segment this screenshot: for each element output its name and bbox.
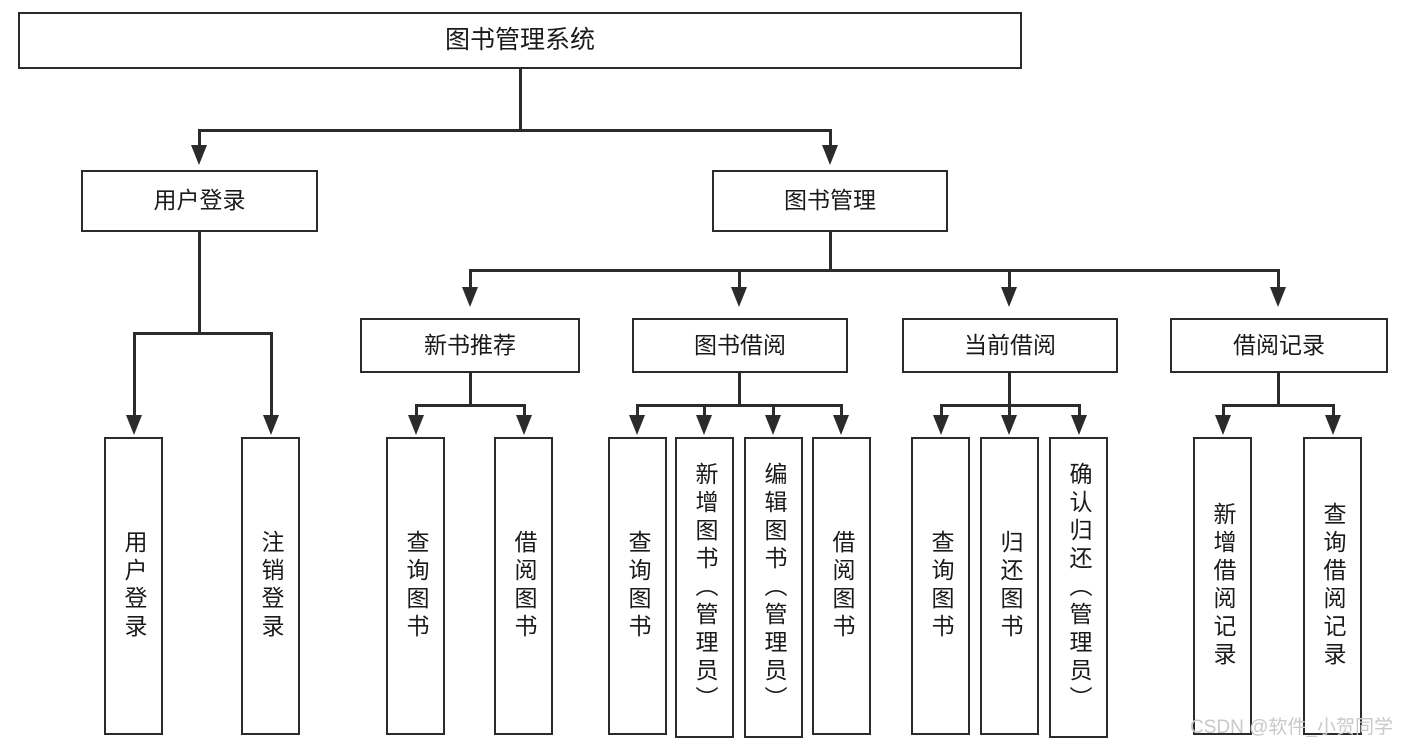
node-label: 新增借阅记录 (1210, 502, 1236, 670)
connector-user-login-drop-2 (270, 332, 273, 417)
node-book-borrow[interactable]: 图书借阅 (632, 318, 848, 373)
connector-book-borrow-bus (636, 404, 842, 407)
node-label: 编辑图书（管理员） (761, 461, 787, 714)
connector-borrow-record-stem (1277, 373, 1280, 406)
node-new-book-recommend[interactable]: 新书推荐 (360, 318, 580, 373)
connector-br-drop-2 (1332, 404, 1335, 417)
arrow-to-book-borrow (731, 287, 747, 307)
connector-book-borrow-stem (738, 373, 741, 406)
arrow-to-leaf-add-record (1215, 415, 1231, 435)
leaf-add-borrow-record[interactable]: 新增借阅记录 (1193, 437, 1252, 735)
csdn-watermark: CSDN @软件_小贺同学 (1190, 717, 1393, 738)
node-label: 新增图书（管理员） (692, 461, 718, 714)
arrow-to-leaf-borrow-book-2 (833, 415, 849, 435)
leaf-query-borrow-record[interactable]: 查询借阅记录 (1303, 437, 1362, 735)
node-label: 新书推荐 (424, 331, 516, 358)
leaf-query-book-3[interactable]: 查询图书 (911, 437, 970, 735)
arrow-to-leaf-query-book-1 (408, 415, 424, 435)
connector-cb-drop-3 (1078, 404, 1081, 417)
node-current-borrow[interactable]: 当前借阅 (902, 318, 1118, 373)
arrow-to-leaf-query-record (1325, 415, 1341, 435)
leaf-query-book-1[interactable]: 查询图书 (386, 437, 445, 735)
connector-br-drop-1 (1222, 404, 1225, 417)
node-book-management[interactable]: 图书管理 (712, 170, 948, 232)
arrow-to-leaf-query-book-3 (933, 415, 949, 435)
leaf-borrow-book-2[interactable]: 借阅图书 (812, 437, 871, 735)
node-label: 借阅图书 (829, 530, 855, 642)
connector-root-drop-right (829, 129, 832, 147)
node-label: 图书借阅 (694, 331, 786, 358)
node-label: 借阅记录 (1233, 331, 1325, 358)
node-label: 借阅图书 (511, 530, 537, 642)
node-borrow-record[interactable]: 借阅记录 (1170, 318, 1388, 373)
connector-cb-drop-1 (940, 404, 943, 417)
node-label: 查询图书 (928, 530, 954, 642)
leaf-user-login[interactable]: 用户登录 (104, 437, 163, 735)
connector-new-book-stem (469, 373, 472, 406)
arrow-to-leaf-logout (263, 415, 279, 435)
node-label: 当前借阅 (964, 331, 1056, 358)
node-label: 注销登录 (258, 530, 284, 642)
arrow-to-current-borrow (1001, 287, 1017, 307)
node-label: 归还图书 (997, 530, 1023, 642)
connector-book-management-bus (469, 269, 1279, 272)
connector-bm-drop-1 (469, 269, 472, 289)
arrow-to-user-login (191, 145, 207, 165)
connector-root-stem (519, 69, 522, 130)
node-label: 图书管理 (784, 187, 876, 214)
node-label: 图书管理系统 (444, 25, 595, 54)
node-label: 用户登录 (121, 530, 147, 642)
connector-user-login-bus (133, 332, 272, 335)
node-label: 查询借阅记录 (1320, 502, 1346, 670)
node-label: 确认归还（管理员） (1066, 461, 1092, 714)
leaf-borrow-book-1[interactable]: 借阅图书 (494, 437, 553, 735)
connector-book-management-stem (829, 232, 832, 271)
connector-bb-drop-1 (636, 404, 639, 417)
connector-user-login-stem (198, 232, 201, 334)
connector-new-book-drop-1 (415, 404, 418, 417)
node-label: 查询图书 (403, 530, 429, 642)
connector-current-borrow-stem (1008, 373, 1011, 406)
arrow-to-leaf-edit-book (765, 415, 781, 435)
arrow-to-leaf-return-book (1001, 415, 1017, 435)
arrow-to-leaf-borrow-book-1 (516, 415, 532, 435)
connector-new-book-drop-2 (523, 404, 526, 417)
connector-cb-drop-2 (1008, 404, 1011, 417)
connector-bb-drop-3 (772, 404, 775, 417)
connector-root-bus (198, 129, 832, 132)
arrow-to-leaf-user-login (126, 415, 142, 435)
leaf-query-book-2[interactable]: 查询图书 (608, 437, 667, 735)
arrow-to-book-management (822, 145, 838, 165)
connector-root-drop-left (198, 129, 201, 147)
node-label: 用户登录 (153, 187, 246, 214)
arrow-to-leaf-confirm-return (1071, 415, 1087, 435)
leaf-confirm-return-admin[interactable]: 确认归还（管理员） (1049, 437, 1108, 738)
arrow-to-borrow-record (1270, 287, 1286, 307)
node-user-login[interactable]: 用户登录 (81, 170, 318, 232)
leaf-logout[interactable]: 注销登录 (241, 437, 300, 735)
connector-bm-drop-4 (1277, 269, 1280, 289)
leaf-return-book[interactable]: 归还图书 (980, 437, 1039, 735)
leaf-edit-book-admin[interactable]: 编辑图书（管理员） (744, 437, 803, 738)
node-label: 查询图书 (625, 530, 651, 642)
arrow-to-new-book (462, 287, 478, 307)
connector-borrow-record-bus (1222, 404, 1335, 407)
connector-bm-drop-3 (1008, 269, 1011, 289)
arrow-to-leaf-add-book (696, 415, 712, 435)
leaf-add-book-admin[interactable]: 新增图书（管理员） (675, 437, 734, 738)
connector-bb-drop-2 (703, 404, 706, 417)
node-root-library-system[interactable]: 图书管理系统 (18, 12, 1022, 69)
arrow-to-leaf-query-book-2 (629, 415, 645, 435)
connector-new-book-bus (415, 404, 526, 407)
connector-bm-drop-2 (738, 269, 741, 289)
connector-user-login-drop-1 (133, 332, 136, 417)
connector-bb-drop-4 (840, 404, 843, 417)
